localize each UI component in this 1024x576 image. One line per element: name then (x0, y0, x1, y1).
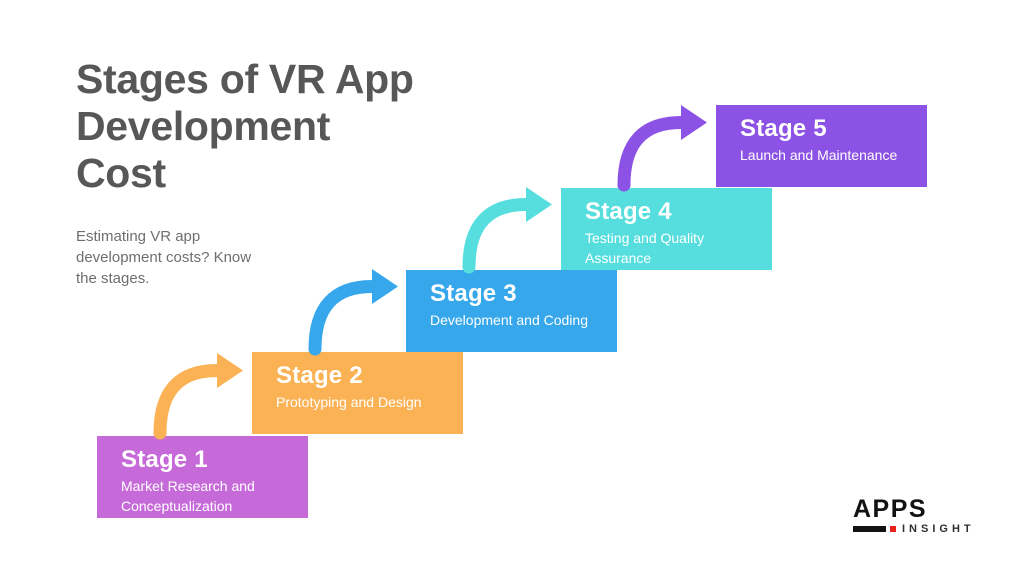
logo-apps-text: APPS (853, 495, 928, 523)
page-title: Stages of VR App Development Cost (76, 56, 414, 196)
logo-bottom-row: INSIGHT (853, 523, 975, 535)
stage-1-box: Stage 1 Market Research and Conceptualiz… (97, 436, 308, 518)
arrow-stage4-to-stage5-icon (617, 105, 707, 192)
stage-4-description: Testing and Quality Assurance (585, 230, 705, 266)
stage-4-box: Stage 4 Testing and Quality Assurance (561, 188, 772, 270)
stage-4-label: Stage 4 (585, 198, 672, 225)
stage-1-label: Stage 1 (121, 446, 208, 473)
logo-bar (853, 526, 886, 532)
stage-3-description: Development and Coding (430, 312, 588, 328)
stage-2-label: Stage 2 (276, 362, 363, 389)
logo-red-square (890, 526, 896, 532)
arrow-stage1-to-stage2-icon (153, 353, 243, 440)
logo-insight-text: INSIGHT (902, 523, 975, 535)
stage-5-label: Stage 5 (740, 115, 827, 142)
page-subtitle: Estimating VR app development costs? Kno… (76, 228, 252, 287)
stage-5-box: Stage 5 Launch and Maintenance (716, 105, 927, 187)
arrow-stage3-to-stage4-icon (462, 187, 552, 274)
apps-insight-logo: APPS INSIGHT (853, 497, 975, 535)
stage-3-label: Stage 3 (430, 280, 517, 307)
stage-3-box: Stage 3 Development and Coding (406, 270, 617, 352)
stage-2-description: Prototyping and Design (276, 394, 422, 410)
stage-1-description: Market Research and Conceptualization (121, 478, 255, 514)
stage-5-description: Launch and Maintenance (740, 147, 898, 163)
arrow-stage2-to-stage3-icon (308, 269, 398, 356)
stage-2-box: Stage 2 Prototyping and Design (252, 352, 463, 434)
